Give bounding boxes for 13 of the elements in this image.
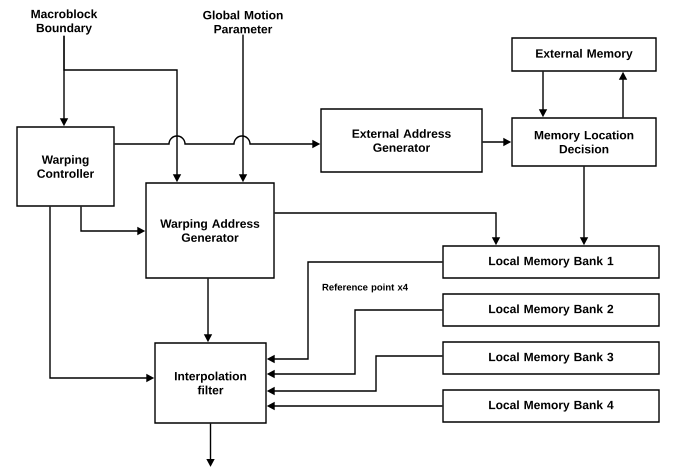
block-box: Warping Address Generator [145, 182, 275, 279]
block-box: External Address Generator [320, 108, 483, 173]
block-box: Interpolation filter [154, 342, 267, 424]
input-label: Global Motion Parameter [203, 10, 283, 34]
block-box: Local Memory Bank 3 [442, 341, 660, 375]
block-box: Local Memory Bank 1 [442, 245, 660, 279]
block-box: Warping Controller [16, 126, 115, 207]
block-box: External Memory [511, 37, 657, 72]
annotation-text: Reference point x4 [322, 284, 408, 292]
block-box: Local Memory Bank 4 [442, 389, 660, 423]
input-label: Macroblock Boundary [31, 9, 98, 35]
block-box: Local Memory Bank 2 [442, 293, 660, 327]
block-box: Memory Location Decision [511, 117, 657, 167]
